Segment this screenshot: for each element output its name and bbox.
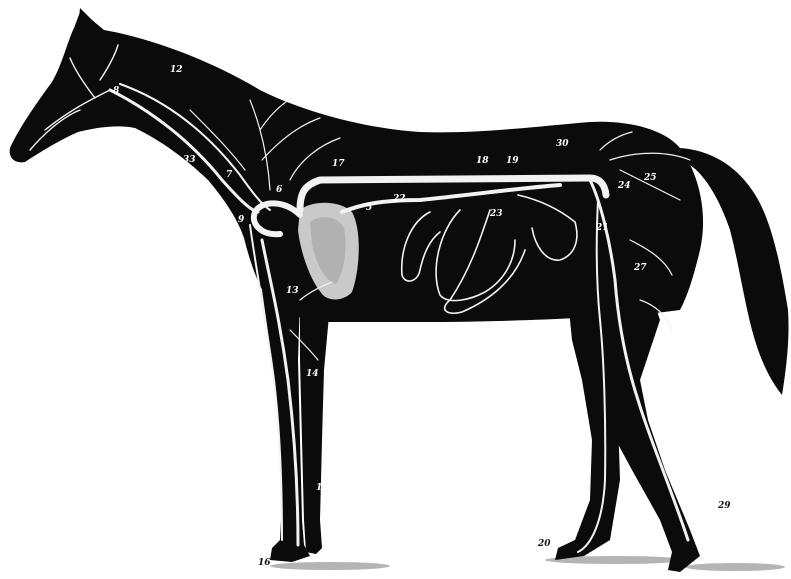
horse-silhouette	[10, 8, 789, 572]
label-27: 27	[633, 263, 647, 273]
label-25: 25	[643, 173, 657, 183]
label-14: 14	[306, 369, 319, 379]
label-24: 24	[617, 181, 631, 191]
label-19: 19	[506, 156, 519, 166]
label-8: 8	[113, 86, 120, 96]
horse-body	[10, 12, 703, 322]
hind-leg-far	[555, 300, 620, 560]
label-17: 17	[332, 159, 345, 169]
label-18: 18	[476, 156, 489, 166]
label-20: 20	[537, 539, 551, 549]
label-9: 9	[238, 215, 245, 225]
label-12: 12	[170, 65, 183, 75]
label-30: 30	[556, 139, 569, 149]
label-21: 21	[595, 223, 609, 233]
label-33: 33	[183, 155, 196, 165]
label-28: 28	[655, 353, 669, 363]
label-7: 7	[226, 170, 233, 180]
label-23: 23	[489, 209, 503, 219]
label-15: 15	[316, 483, 329, 493]
label-13: 13	[286, 286, 299, 296]
label-16: 16	[258, 558, 271, 568]
label-22: 22	[392, 194, 406, 204]
label-5: 5	[366, 203, 372, 213]
label-6: 6	[276, 185, 283, 195]
label-29: 29	[717, 501, 731, 511]
ground-shadows	[270, 556, 785, 571]
front-right-leg	[300, 300, 330, 554]
